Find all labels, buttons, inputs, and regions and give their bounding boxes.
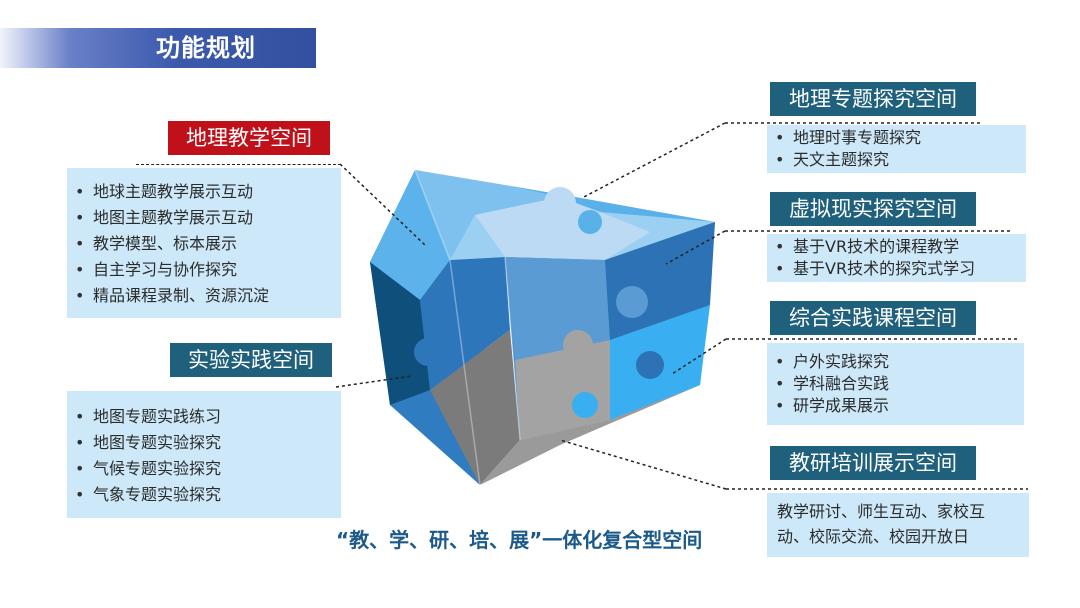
label-vr-space: 虚拟现实探究空间 — [770, 192, 976, 226]
label-practice-course-space: 综合实践课程空间 — [770, 301, 976, 335]
list-item: 自主学习与协作探究 — [67, 257, 341, 283]
page-title: 功能规划 — [156, 34, 256, 62]
list-item: 天文主题探究 — [767, 149, 1026, 171]
list-item: 地理时事专题探究 — [767, 127, 1026, 149]
panel-training-space: 教学研讨、师生互动、家校互 动、校际交流、校园开放日 — [767, 493, 1029, 557]
list-item: 地图主题教学展示互动 — [67, 205, 341, 231]
label-training-space: 教研培训展示空间 — [770, 446, 976, 480]
list-item: 气象专题实验探究 — [67, 482, 341, 508]
list-item: 基于VR技术的探究式学习 — [767, 258, 1026, 280]
list-item: 精品课程录制、资源沉淀 — [67, 283, 341, 309]
list-item: 气候专题实验探究 — [67, 456, 341, 482]
label-geo-teaching-space: 地理教学空间 — [168, 121, 330, 155]
list-item: 基于VR技术的课程教学 — [767, 236, 1026, 258]
list-item: 学科融合实践 — [767, 373, 1024, 395]
panel-text-line: 动、校际交流、校园开放日 — [777, 527, 970, 546]
panel-geo-teaching-space: 地球主题教学展示互动 地图主题教学展示互动 教学模型、标本展示 自主学习与协作探… — [67, 168, 341, 318]
list-item: 地图专题实践练习 — [67, 404, 341, 430]
list-item: 地图专题实验探究 — [67, 430, 341, 456]
panel-practice-course-space: 户外实践探究 学科融合实践 研学成果展示 — [767, 343, 1024, 425]
summary-caption: “教、学、研、培、展”一体化复合型空间 — [336, 528, 703, 552]
panel-experiment-space: 地图专题实践练习 地图专题实验探究 气候专题实验探究 气象专题实验探究 — [67, 391, 341, 518]
label-geo-topic-space: 地理专题探究空间 — [770, 82, 976, 116]
list-item: 户外实践探究 — [767, 351, 1024, 373]
label-experiment-space: 实验实践空间 — [170, 343, 332, 377]
list-item: 教学模型、标本展示 — [67, 231, 341, 257]
section-header: 功能规划 — [0, 28, 316, 68]
list-item: 地球主题教学展示互动 — [67, 179, 341, 205]
list-item: 研学成果展示 — [767, 395, 1024, 417]
panel-geo-topic-space: 地理时事专题探究 天文主题探究 — [767, 125, 1026, 173]
panel-text-line: 教学研讨、师生互动、家校互 — [777, 502, 986, 521]
panel-vr-space: 基于VR技术的课程教学 基于VR技术的探究式学习 — [767, 234, 1026, 282]
connector-line — [136, 164, 341, 165]
